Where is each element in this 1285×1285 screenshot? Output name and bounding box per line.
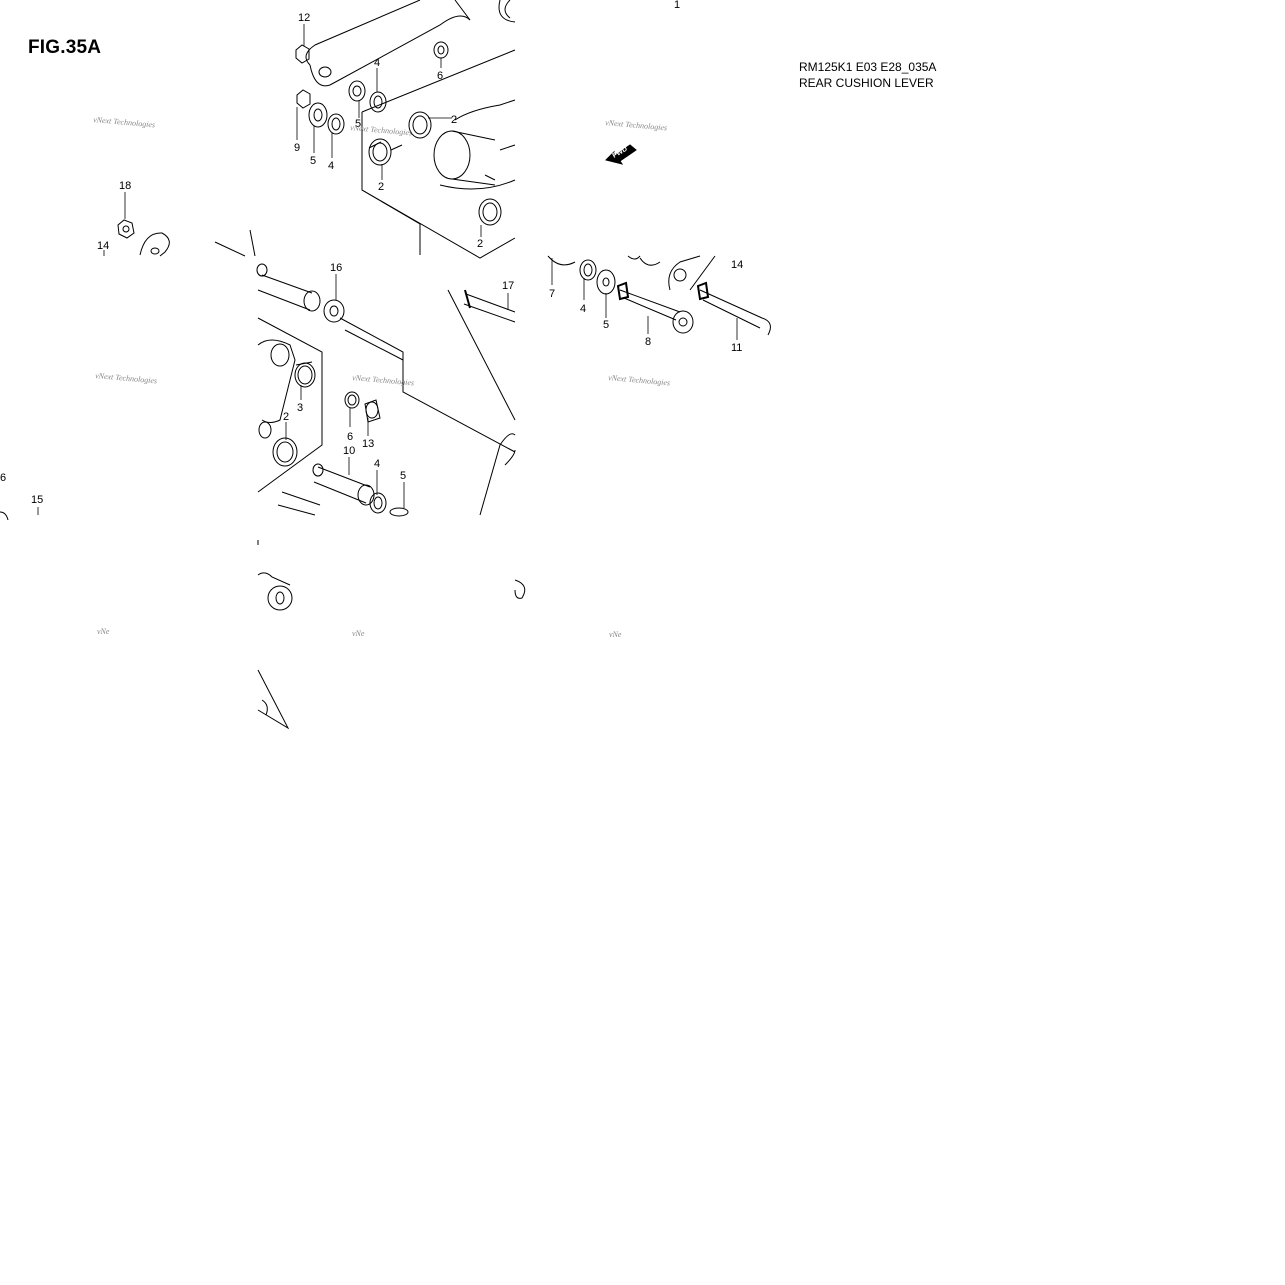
callout-10: 10 <box>343 445 355 457</box>
callout-2: 2 <box>451 114 457 126</box>
callout-14: 14 <box>97 240 109 252</box>
watermark-text: vNext Technologies <box>350 123 413 137</box>
callout-9: 9 <box>294 142 300 154</box>
model-code: RM125K1 E03 E28_035A <box>799 60 937 74</box>
tile-upper-left <box>117 219 256 257</box>
callout-2: 2 <box>283 411 289 423</box>
watermark-fragment: vNe <box>352 629 365 638</box>
callout-8: 8 <box>645 336 651 348</box>
callout-6: 6 <box>347 431 353 443</box>
figure-title: FIG.35A <box>28 37 102 58</box>
callout-2: 2 <box>378 181 384 193</box>
callout-5: 5 <box>603 319 609 331</box>
watermark-fragment: vNe <box>609 630 622 639</box>
callout-15: 15 <box>31 494 43 506</box>
callout-2: 2 <box>477 238 483 250</box>
callout-4: 4 <box>374 458 380 470</box>
tile-lower-fragments <box>0 511 526 730</box>
callout-4: 4 <box>580 303 586 315</box>
fwd-arrow-icon: FWD <box>605 144 637 165</box>
callout-6: 6 <box>0 472 6 484</box>
callout-numbers: 1 2 2 2 2 3 4 4 4 4 5 5 5 5 6 6 6 7 8 9 … <box>0 0 743 506</box>
callout-3: 3 <box>297 402 303 414</box>
figure-info: RM125K1 E03 E28_035A REAR CUSHION LEVER <box>799 59 936 91</box>
watermark-text: vNext Technologies <box>352 373 415 387</box>
tile-middle-right <box>547 255 771 336</box>
watermark-text: vNext Technologies <box>605 118 668 132</box>
callout-17: 17 <box>502 280 514 292</box>
callout-5: 5 <box>355 118 361 130</box>
callout-4: 4 <box>374 57 380 69</box>
watermark-text: vNext Technologies <box>608 373 671 387</box>
watermark-text: vNext Technologies <box>93 115 156 129</box>
tile-upper-center <box>295 0 516 259</box>
callout-16: 16 <box>330 262 342 274</box>
callout-1: 1 <box>674 0 680 11</box>
callout-18: 18 <box>119 180 131 192</box>
callout-7: 7 <box>549 288 555 300</box>
callout-5: 5 <box>400 470 406 482</box>
watermarks: vNext Technologies vNext Technologies vN… <box>93 115 671 639</box>
callout-12: 12 <box>298 12 310 24</box>
leader-lines <box>37 24 738 515</box>
watermark-text: vNext Technologies <box>95 371 158 385</box>
callout-6: 6 <box>437 70 443 82</box>
tile-middle-center <box>256 263 516 517</box>
callout-5: 5 <box>310 155 316 167</box>
callout-13: 13 <box>362 438 374 450</box>
callout-11: 11 <box>731 342 742 354</box>
figure-name: REAR CUSHION LEVER <box>799 76 934 90</box>
callout-4: 4 <box>328 160 334 172</box>
callout-14: 14 <box>731 259 743 271</box>
watermark-fragment: vNe <box>97 627 110 636</box>
